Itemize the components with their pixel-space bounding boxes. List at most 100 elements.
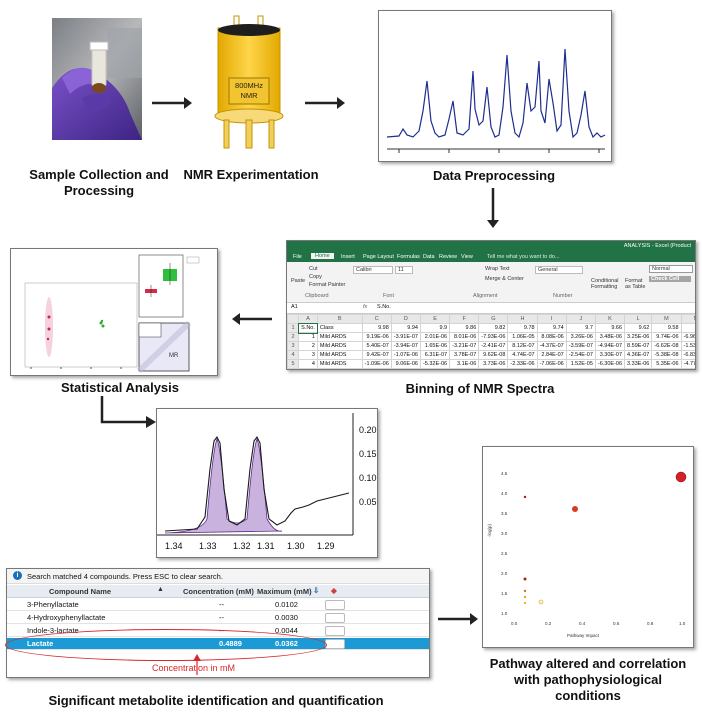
sheet-cell[interactable]: 9.62E-08 <box>478 350 509 360</box>
col-concentration[interactable]: Concentration (mM) <box>183 587 254 596</box>
sheet-cell[interactable]: 1.51E-06 <box>624 368 653 369</box>
column-header[interactable]: E <box>419 314 451 324</box>
color-swatch[interactable] <box>325 613 345 623</box>
number-format-select[interactable]: General <box>535 266 583 274</box>
column-header[interactable]: F <box>449 314 480 324</box>
column-header[interactable]: I <box>536 314 567 324</box>
sheet-cell[interactable]: Mild ARDS <box>316 332 363 342</box>
sheet-cell[interactable]: -4.77E-07 <box>680 359 695 369</box>
sheet-cell[interactable]: 3 <box>298 350 318 360</box>
sheet-cell[interactable]: 2 <box>298 341 318 351</box>
sheet-cell[interactable]: 6.91E-07 <box>507 368 538 369</box>
sheet-cell[interactable]: 9.98 <box>361 323 392 333</box>
sheet-cell[interactable]: -3.59E-07 <box>565 341 596 351</box>
sheet-cell[interactable]: 7.61E-07 <box>680 368 695 369</box>
conditional-formatting-button[interactable]: Conditional Formatting <box>591 278 619 290</box>
sheet-cell[interactable]: -7.06E-06 <box>536 359 567 369</box>
paste-button[interactable]: Paste <box>291 278 306 284</box>
sheet-cell[interactable]: 9.82 <box>478 323 509 333</box>
sheet-cell[interactable]: 1.52E-05 <box>565 359 596 369</box>
col-compound-name[interactable]: Compound Name <box>49 587 112 596</box>
sheet-cell[interactable]: 9.86 <box>449 323 480 333</box>
tell-me-box[interactable]: Tell me what you want to do... <box>487 254 560 260</box>
sheet-cell[interactable]: -3.94E-07 <box>390 341 421 351</box>
color-swatch[interactable] <box>325 639 345 649</box>
sheet-cell[interactable]: -6.62E-08 <box>651 341 682 351</box>
row-header[interactable]: 1 <box>287 323 300 333</box>
sheet-cell[interactable]: 3.73E-06 <box>478 359 509 369</box>
sheet-cell[interactable]: 8.79E-07 <box>536 368 567 369</box>
sheet-cell[interactable]: 9.06E-06 <box>390 359 421 369</box>
sheet-cell[interactable]: 3.48E-06 <box>594 332 626 342</box>
tab-view[interactable]: View <box>461 254 473 260</box>
color-swatch[interactable] <box>325 626 345 636</box>
sheet-cell[interactable]: 1 <box>298 332 318 342</box>
cut-button[interactable]: Cut <box>309 266 318 272</box>
sheet-cell[interactable]: 4.74E-07 <box>507 350 538 360</box>
sheet-cell[interactable]: -6.96E-07 <box>680 332 695 342</box>
format-painter-button[interactable]: Format Painter <box>309 282 346 288</box>
sheet-cell[interactable]: 2.99E-07 <box>390 368 421 369</box>
column-header[interactable]: H <box>507 314 538 324</box>
sheet-cell[interactable]: 8.08E-06 <box>536 332 567 342</box>
sheet-cell[interactable]: Class <box>316 323 363 333</box>
sheet-cell[interactable]: 9.74E-06 <box>651 332 682 342</box>
style-check-cell[interactable]: Check Cell <box>649 276 691 282</box>
sheet-cell[interactable]: -3.91E-07 <box>390 332 421 342</box>
column-header[interactable]: C <box>361 314 392 324</box>
sheet-cell[interactable]: 5.41E-07 <box>449 368 480 369</box>
column-header[interactable]: B <box>316 314 363 324</box>
wrap-text-button[interactable]: Wrap Text <box>485 266 510 272</box>
sheet-cell[interactable]: -9.23E-07 <box>565 368 596 369</box>
tab-insert[interactable]: Insert <box>341 254 355 260</box>
sheet-cell[interactable]: Mild ARDS <box>316 350 363 360</box>
sheet-cell[interactable]: 4 <box>298 359 318 369</box>
sheet-cell[interactable]: Moderate ARDS <box>316 368 363 369</box>
sheet-cell[interactable]: -3.21E-07 <box>449 341 480 351</box>
sheet-cell[interactable]: -7.93E-06 <box>478 332 509 342</box>
sheet-cell[interactable]: 9.94 <box>390 323 421 333</box>
sheet-cell[interactable]: -1.79E-07 <box>651 368 682 369</box>
sheet-cell[interactable]: 9.78 <box>507 323 538 333</box>
sheet-cell[interactable]: 9.58 <box>651 323 682 333</box>
sheet-cell[interactable]: 9.54 <box>680 323 695 333</box>
column-header[interactable]: A <box>298 314 318 324</box>
sheet-cell[interactable]: Mild ARDS <box>316 359 363 369</box>
sheet-cell[interactable]: 2.16E-06 <box>361 368 392 369</box>
sheet-cell[interactable]: -5.38E-08 <box>651 350 682 360</box>
sheet-cell[interactable]: -5.32E-06 <box>419 359 451 369</box>
sheet-cell[interactable]: S.No. <box>297 322 319 334</box>
formula-input[interactable]: S.No. <box>377 304 391 310</box>
sheet-cell[interactable]: -1.09E-06 <box>361 359 392 369</box>
sheet-cell[interactable]: 1.28E-07 <box>478 368 509 369</box>
sheet-cell[interactable]: 3.1E-06 <box>449 359 480 369</box>
merge-center-button[interactable]: Merge & Center <box>485 276 524 282</box>
row-header[interactable]: 6 <box>287 368 300 369</box>
sheet-cell[interactable]: 9.74 <box>536 323 567 333</box>
tab-home[interactable]: Home <box>311 253 334 259</box>
sheet-cell[interactable]: -6.30E-06 <box>594 359 626 369</box>
tab-page-layout[interactable]: Page Layout <box>363 254 394 260</box>
sheet-cell[interactable]: 2.01E-06 <box>419 332 451 342</box>
sheet-cell[interactable]: 2.66E-07 <box>419 368 451 369</box>
sheet-cell[interactable]: 1.65E-06 <box>419 341 451 351</box>
font-size-select[interactable]: 11 <box>395 266 413 274</box>
sheet-cell[interactable]: 1.06E-05 <box>507 332 538 342</box>
sheet-cell[interactable]: -6.83E-07 <box>680 350 695 360</box>
sheet-cell[interactable]: Mild ARDS <box>316 341 363 351</box>
sheet-cell[interactable]: 8.12E-07 <box>507 341 538 351</box>
sheet-cell[interactable]: 9.9 <box>419 323 451 333</box>
table-row[interactable]: 3-Phenyllactate--0.0102 <box>7 599 429 611</box>
sheet-cell[interactable]: -1.53E-06 <box>680 341 695 351</box>
sheet-cell[interactable]: 8.01E-06 <box>449 332 480 342</box>
sheet-cell[interactable]: -2.41E-07 <box>478 341 509 351</box>
row-header[interactable]: 4 <box>287 350 300 360</box>
corner-cell[interactable] <box>287 314 300 324</box>
row-header[interactable]: 3 <box>287 341 300 351</box>
sheet-cell[interactable]: -4.94E-07 <box>594 341 626 351</box>
sheet-cell[interactable]: 3.25E-06 <box>624 332 653 342</box>
copy-button[interactable]: Copy <box>309 274 322 280</box>
sheet-cell[interactable]: -4.37E-07 <box>536 341 567 351</box>
column-header[interactable]: J <box>565 314 596 324</box>
column-header[interactable]: L <box>624 314 653 324</box>
